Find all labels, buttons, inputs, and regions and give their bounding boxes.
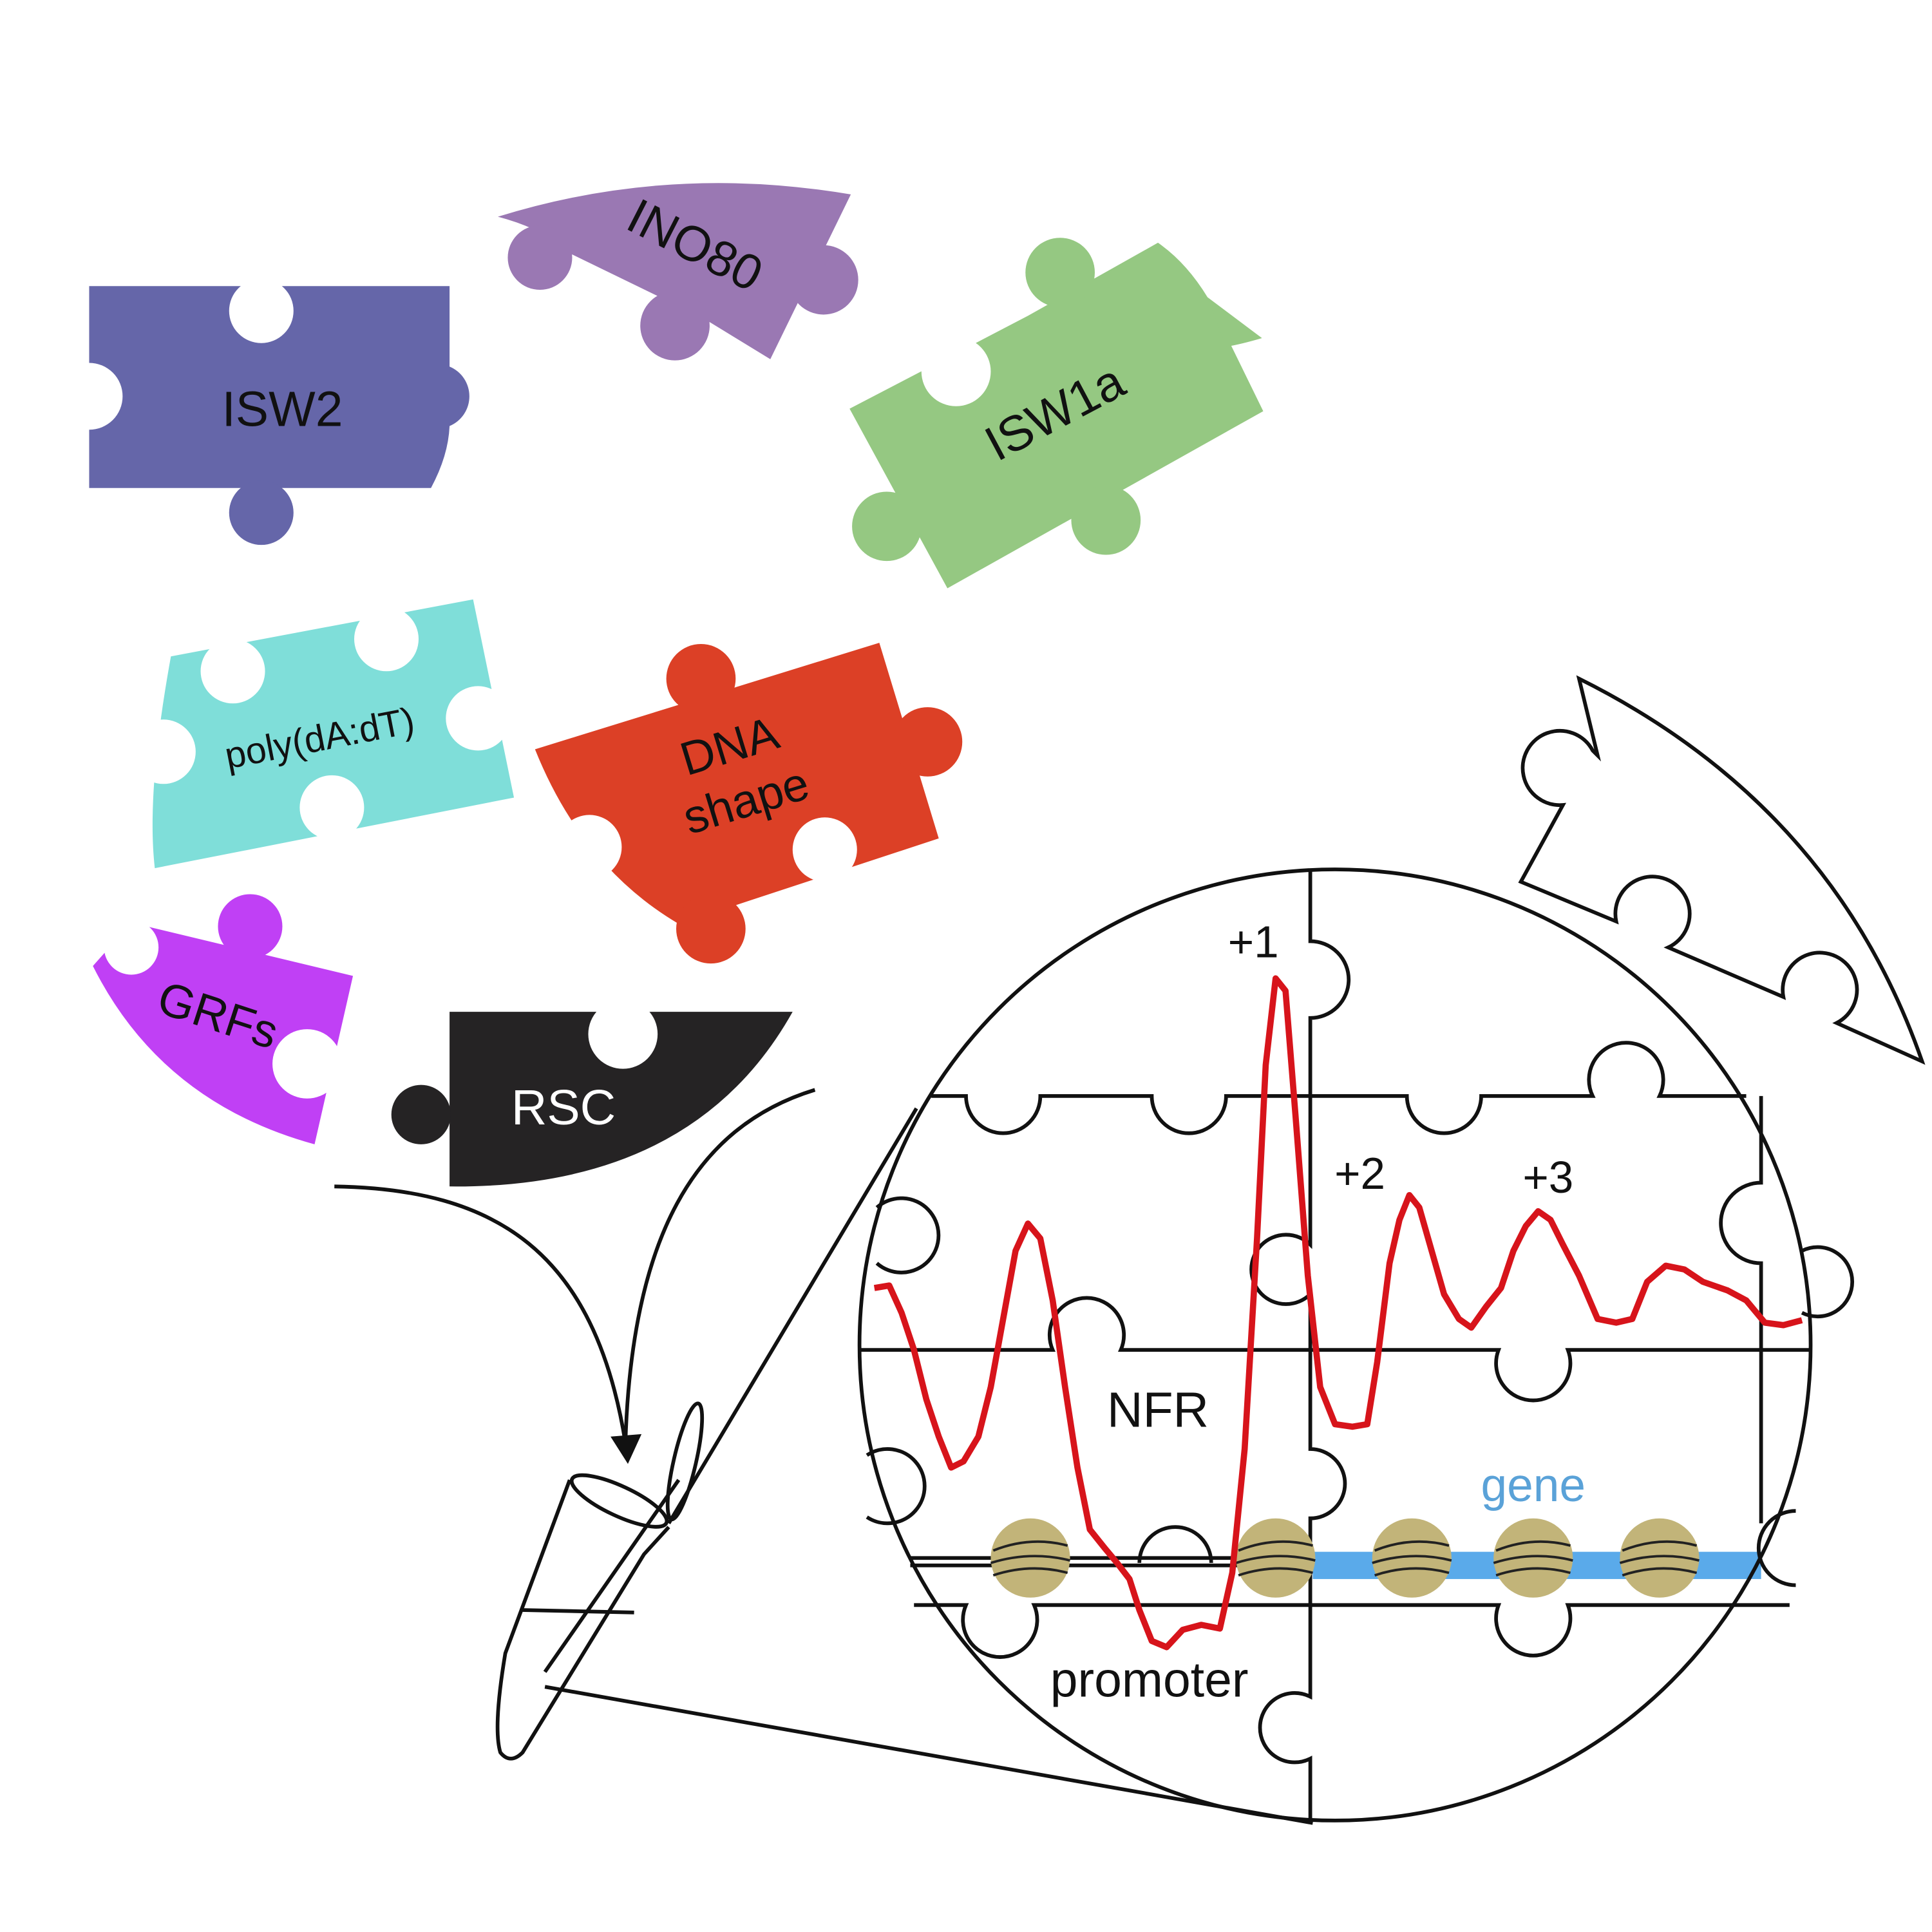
piece-isw2: ISW2	[89, 278, 469, 545]
arrowhead-icon	[611, 1434, 642, 1464]
nucleosome-icon	[990, 1518, 1700, 1598]
label-nucleosome-plus3: +3	[1522, 1152, 1573, 1202]
microcentrifuge-tube-icon	[495, 1107, 1313, 1825]
label-nfr: NFR	[1107, 1382, 1209, 1437]
piece-isw1a: ISW1a	[849, 238, 1264, 589]
piece-grfs: GRFs	[93, 894, 354, 1144]
label-promoter: promoter	[1050, 1653, 1249, 1708]
piece-outline-detached	[1518, 675, 1926, 1065]
zoom-circle: +1 +2 +3 NFR gene promoter	[857, 867, 1855, 1823]
piece-polyda: poly(dA:dT)	[131, 599, 515, 869]
rsc-label: RSC	[511, 1080, 616, 1135]
label-nucleosome-plus2: +2	[1334, 1148, 1385, 1198]
piece-dna-shape: DNA shape	[535, 643, 963, 964]
piece-ino80: INO80	[498, 183, 858, 361]
piece-rsc: RSC	[391, 999, 793, 1187]
puzzle-grid	[860, 869, 1855, 1821]
occupancy-line	[873, 975, 1803, 1651]
label-nucleosome-plus1: +1	[1228, 917, 1279, 967]
arrow-right	[623, 1088, 816, 1443]
isw2-label: ISW2	[222, 382, 343, 437]
arrows	[334, 1088, 816, 1443]
label-gene: gene	[1481, 1459, 1586, 1511]
arrow-left	[334, 1184, 628, 1443]
